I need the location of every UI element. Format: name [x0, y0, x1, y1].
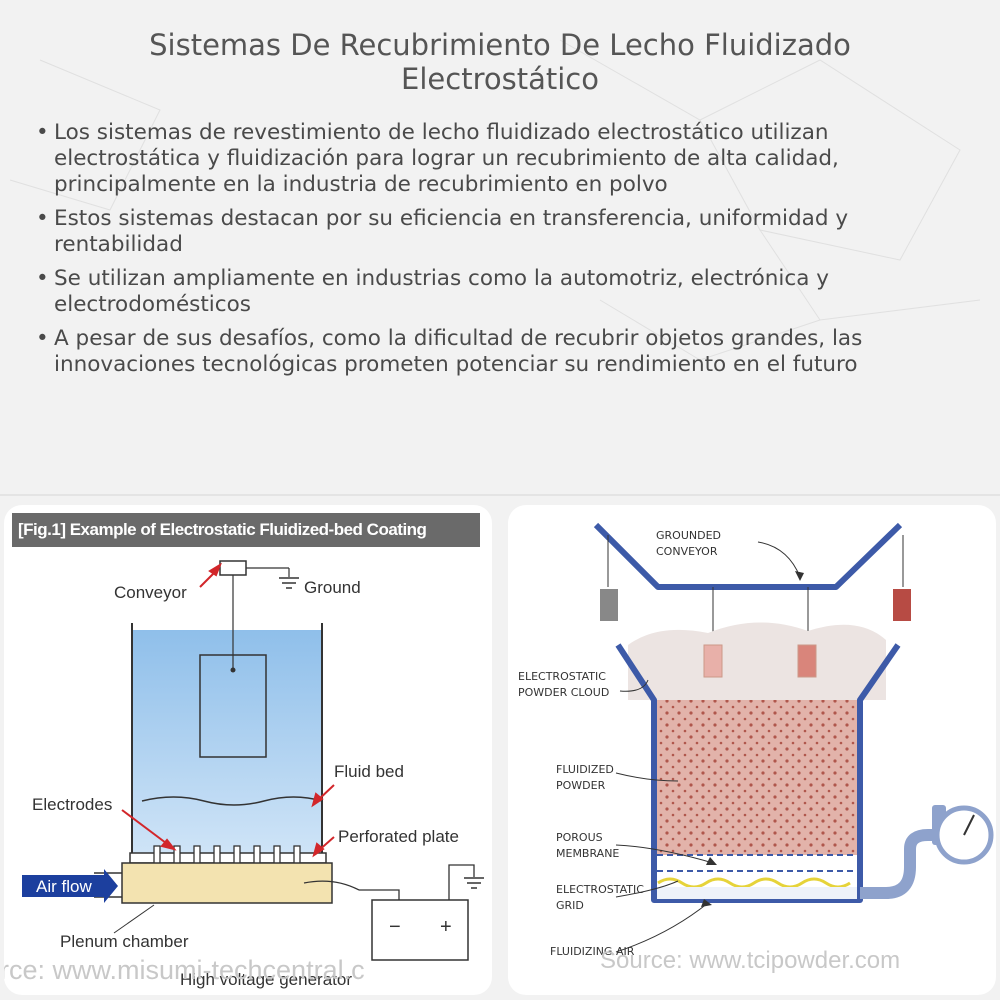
pointer-arrows [121, 562, 335, 858]
coating-vessel [615, 643, 901, 903]
grounded-conveyor-label-1: GROUNDED [656, 529, 721, 542]
electrode-cable [303, 880, 360, 891]
electrostatic-fluidized-bed-diagram: Air flow − + Conveyor Ground Fluid bed E… [22, 560, 484, 989]
bullet-marker: • [36, 266, 49, 291]
part-in-cloud [703, 644, 723, 678]
background-network-decoration [0, 39, 1000, 496]
electrodes [153, 845, 301, 869]
leader-lines [615, 541, 801, 953]
left-figure-title: [Fig.1] Example of Electrostatic Fluidiz… [12, 513, 480, 573]
plenum-chamber [121, 862, 333, 904]
minus-terminal: − [389, 916, 401, 938]
grounded-conveyor-label-2: CONVEYOR [656, 545, 718, 558]
conveyor-label: Conveyor [114, 583, 187, 602]
bullet-item-3: •Se utilizan ampliamente en industrias c… [36, 266, 829, 317]
fluid-bed-label: Fluid bed [334, 762, 404, 781]
high-voltage-generator [371, 899, 469, 961]
porous-membrane [657, 855, 857, 871]
electrodes-label: Electrodes [32, 795, 112, 814]
bullet-item-4: •A pesar de sus desafíos, como la dificu… [36, 326, 863, 377]
fluid-surface-line [141, 796, 323, 806]
part-coated [893, 589, 911, 621]
ground-icon [464, 877, 484, 889]
left-figure-panel: [Fig.1] Example of Electrostatic Fluidiz… [4, 505, 492, 995]
leader-arrowheads [701, 571, 804, 907]
air-plenum [657, 887, 857, 899]
powder-cloud-label-2: POWDER CLOUD [518, 686, 609, 699]
part-in-cloud [797, 644, 817, 678]
porous-membrane-label-2: MEMBRANE [556, 847, 619, 860]
generator-positive-wire [448, 864, 475, 900]
fluidizing-air-label: FLUIDIZING AIR [550, 945, 635, 958]
fluidized-powder-label-1: FLUIDIZED [556, 763, 614, 776]
right-figure-watermark: Source: www.tcipowder.com [600, 947, 901, 974]
bullet-item-1: •Los sistemas de revestimiento de lecho … [36, 120, 839, 197]
bullet-marker: • [36, 326, 49, 351]
workpiece-hook-point [230, 667, 236, 673]
fluid-bed-fill [132, 630, 322, 855]
electrostatic-grid [657, 877, 851, 889]
electrostatic-powder-coating-diagram: GROUNDED CONVEYOR ELECTROSTATIC POWDER C… [518, 522, 994, 958]
high-voltage-generator-label: High voltage generator [180, 970, 352, 989]
right-figure-panel: GROUNDED CONVEYOR ELECTROSTATIC POWDER C… [508, 505, 996, 995]
generator-negative-wire [359, 889, 400, 900]
perforated-plate-label: Perforated plate [338, 827, 459, 846]
title-line-2: Electrostático [401, 62, 599, 96]
powder-cloud-label-1: ELECTROSTATIC [518, 670, 606, 683]
bullet-list: •Los sistemas de revestimiento de lecho … [34, 120, 964, 386]
ground-icon [279, 577, 299, 589]
porous-membrane-label-1: POROUS [556, 831, 603, 844]
conveyor-hook-icon [219, 560, 247, 576]
title-line-1: Sistemas De Recubrimiento De Lecho Fluid… [149, 28, 851, 62]
fluidized-powder-label-2: POWDER [556, 779, 606, 792]
grounded-conveyor [593, 522, 903, 590]
powder-cloud [628, 622, 886, 700]
plenum-chamber-label: Plenum chamber [60, 932, 189, 951]
air-flow-label: Air flow [36, 877, 92, 896]
workpiece [199, 654, 267, 758]
bullet-marker: • [36, 120, 49, 145]
grid-label-2: GRID [556, 899, 584, 912]
page-title: Sistemas De Recubrimiento De Lecho Fluid… [0, 28, 1000, 96]
left-figure-watermark: rce: www.misumi-techcentral.c [4, 955, 365, 985]
part-uncoated [600, 589, 618, 621]
bullet-marker: • [36, 206, 49, 231]
grid-label-1: ELECTROSTATIC [556, 883, 644, 896]
air-flow-arrow [22, 869, 118, 903]
bullet-item-2: •Estos sistemas destacan por su eficienc… [36, 206, 849, 257]
ground-label: Ground [304, 578, 361, 597]
plus-terminal: + [440, 916, 452, 938]
air-supply-pipe [860, 829, 936, 899]
